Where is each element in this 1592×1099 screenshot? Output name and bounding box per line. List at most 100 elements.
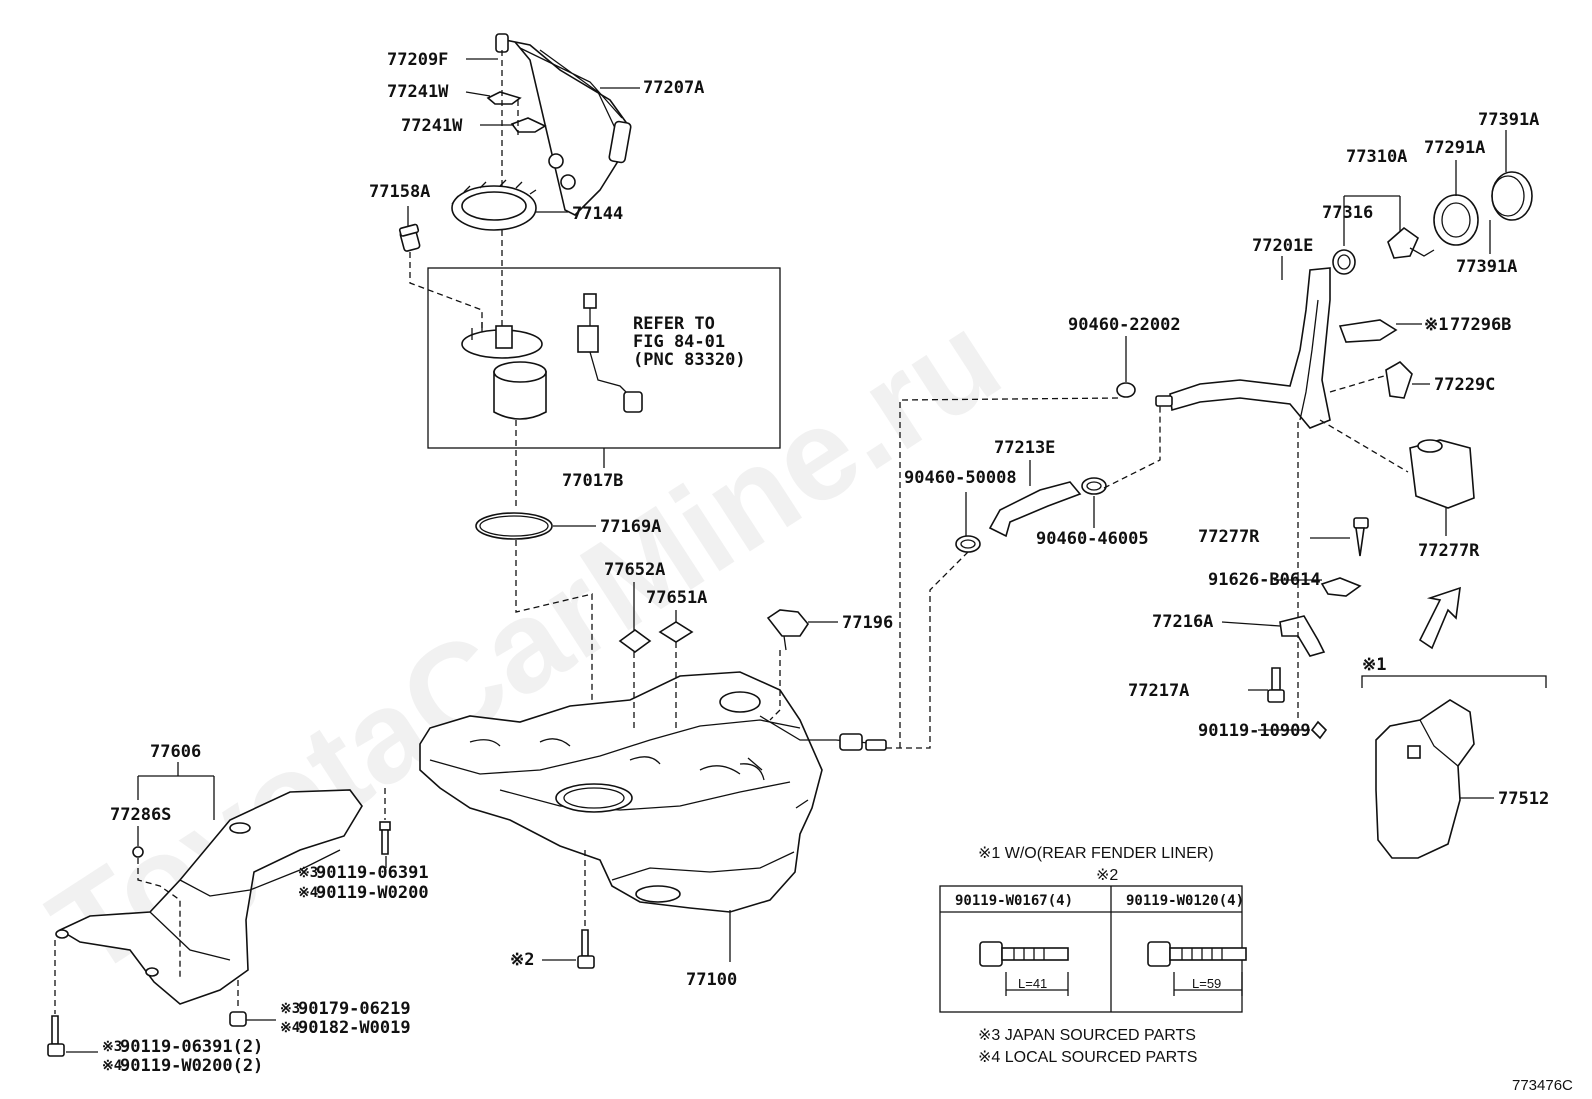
mark-3b: ※3	[280, 1001, 300, 1017]
nut-shield	[229, 1011, 247, 1027]
mark-2-bolt: ※2	[510, 950, 534, 970]
label-90119-W0200-2: 90119-W0200(2)	[120, 1056, 263, 1076]
legend-col1: 90119-W0167(4)	[955, 893, 1073, 909]
mark-4c: ※4	[102, 1058, 122, 1074]
fuel-pump-area: REFER TO FIG 84-01 (PNC 83320)	[398, 33, 781, 780]
legend: ※1 W/O(REAR FENDER LINER) ※2 90119-W0167…	[939, 845, 1247, 1066]
valve-77196	[766, 609, 809, 651]
label-90119-06391: 90119-06391	[316, 863, 429, 883]
label-90119-06391-2: 90119-06391(2)	[120, 1037, 263, 1057]
note-4: ※4 LOCAL SOURCED PARTS	[978, 1049, 1197, 1066]
label-77241W-lower: 77241W	[401, 116, 463, 136]
label-90460-50008: 90460-50008	[904, 468, 1017, 488]
mark-1-296B: ※1	[1424, 315, 1448, 335]
label-90460-22002: 90460-22002	[1068, 315, 1181, 335]
gasket-77169A	[475, 512, 553, 540]
mark-3c: ※3	[102, 1039, 122, 1055]
clip-77512	[1310, 720, 1328, 740]
length-41: L=41	[1018, 976, 1047, 991]
note-1: ※1 W/O(REAR FENDER LINER)	[978, 845, 1214, 862]
label-90182-W0019: 90182-W0019	[298, 1018, 411, 1038]
cap-77310A	[1387, 226, 1435, 259]
clip-77241W-upper	[486, 91, 522, 105]
fuel-pump-77017B	[461, 322, 547, 420]
label-77277R-lower: 77512	[1498, 789, 1549, 809]
heat-shield-77606	[55, 789, 363, 1005]
label-77291A: 77291A	[1424, 138, 1485, 158]
label-77391A-top: 77391A	[1478, 110, 1539, 130]
label-90119-10909: 77217A	[1128, 681, 1189, 701]
label-77229C: 77229C	[1434, 375, 1495, 395]
label-77241W-upper: 77241W	[387, 82, 449, 102]
figure-id: 773476C	[1512, 1077, 1573, 1094]
label-90119-W0200: 90119-W0200	[316, 883, 429, 903]
mark-1-liner: ※1	[1362, 655, 1386, 675]
label-77391A-bottom: 77391A	[1456, 257, 1517, 277]
label-77286S: 77286S	[110, 805, 171, 825]
pad-77651A	[658, 621, 694, 643]
legend-col2: 90119-W0120(4)	[1126, 893, 1244, 909]
refer-text-line3: (PNC 83320)	[633, 350, 746, 370]
mark-4a: ※4	[298, 885, 318, 901]
label-77209F: 77209F	[387, 50, 448, 70]
note-3: ※3 JAPAN SOURCED PARTS	[978, 1027, 1196, 1044]
retainer-ring-77144	[451, 179, 537, 231]
bracket-77296B	[1338, 319, 1398, 343]
label-77217A: 77216A	[1152, 612, 1213, 632]
mark-4b: ※4	[280, 1020, 300, 1036]
label-77169A: 77169A	[600, 517, 661, 537]
label-91626-B0614: 77277R	[1198, 527, 1260, 547]
bezel-77291A	[1433, 194, 1479, 246]
protector-77277R-upper	[1409, 439, 1475, 509]
label-77310A: 77310A	[1346, 147, 1407, 167]
clip-77241W-lower	[510, 117, 547, 133]
hose-77213E	[988, 481, 1082, 538]
label-77606: 77606	[150, 742, 201, 762]
bolt-90119-10909	[1267, 667, 1285, 703]
bracket-77217A	[1279, 615, 1326, 657]
label-77196: 77196	[842, 613, 893, 633]
refer-text-line2: FIG 84-01	[633, 332, 725, 352]
label-77216A: 91626-B0614	[1208, 570, 1321, 590]
label-77512: 90119-10909	[1198, 721, 1311, 741]
arrow-icon	[1418, 586, 1461, 650]
fuel-tank-77100	[419, 671, 887, 913]
pad-77652A	[618, 629, 652, 653]
clamp-90460-50008	[955, 535, 981, 553]
label-77158A: 77158A	[369, 182, 430, 202]
bracket-77216A	[1320, 577, 1362, 597]
label-77277R-upper: 77277R	[1418, 541, 1480, 561]
label-77100: 77100	[686, 970, 737, 990]
label-77201E: 77201E	[1252, 236, 1313, 256]
label-77652A: 77652A	[604, 560, 665, 580]
fuel-sender-77158A	[398, 223, 421, 252]
label-90179-06219: 90179-06219	[298, 999, 411, 1019]
filler-pipe-77201E	[1155, 267, 1331, 429]
ring-77391A	[1491, 171, 1533, 221]
label-77296B: 77296B	[1450, 315, 1511, 335]
bolt-shield-upper	[379, 821, 391, 855]
label-77144: 77144	[572, 204, 623, 224]
label-77316: 77316	[1322, 203, 1373, 223]
bolt-90119-W0120	[1147, 941, 1247, 996]
label-77651A: 77651A	[646, 588, 707, 608]
mark-3a: ※3	[298, 865, 318, 881]
bolt-tank	[577, 929, 595, 969]
label-77207A: 77207A	[643, 78, 704, 98]
length-59: L=59	[1192, 976, 1221, 991]
bolt-91626-B0614	[1353, 517, 1369, 557]
pump-labels: 77209F 77241W 77241W 77207A 77158A 77144…	[369, 50, 704, 537]
refer-text-line1: REFER TO	[633, 314, 715, 334]
bolt-shield-lower	[47, 1015, 65, 1057]
label-77213E: 77213E	[994, 438, 1055, 458]
clip-77229C	[1385, 361, 1413, 399]
bolt-90119-W0167	[979, 941, 1069, 996]
gasket-77316	[1332, 249, 1356, 275]
clamp-90460-46005	[1081, 477, 1107, 495]
label-77017B: 77017B	[562, 471, 623, 491]
sender-gauge	[577, 293, 643, 413]
clamp-90460-22002	[1116, 382, 1136, 398]
note-2: ※2	[1096, 867, 1118, 884]
protector-77277R-lower	[1375, 699, 1475, 859]
